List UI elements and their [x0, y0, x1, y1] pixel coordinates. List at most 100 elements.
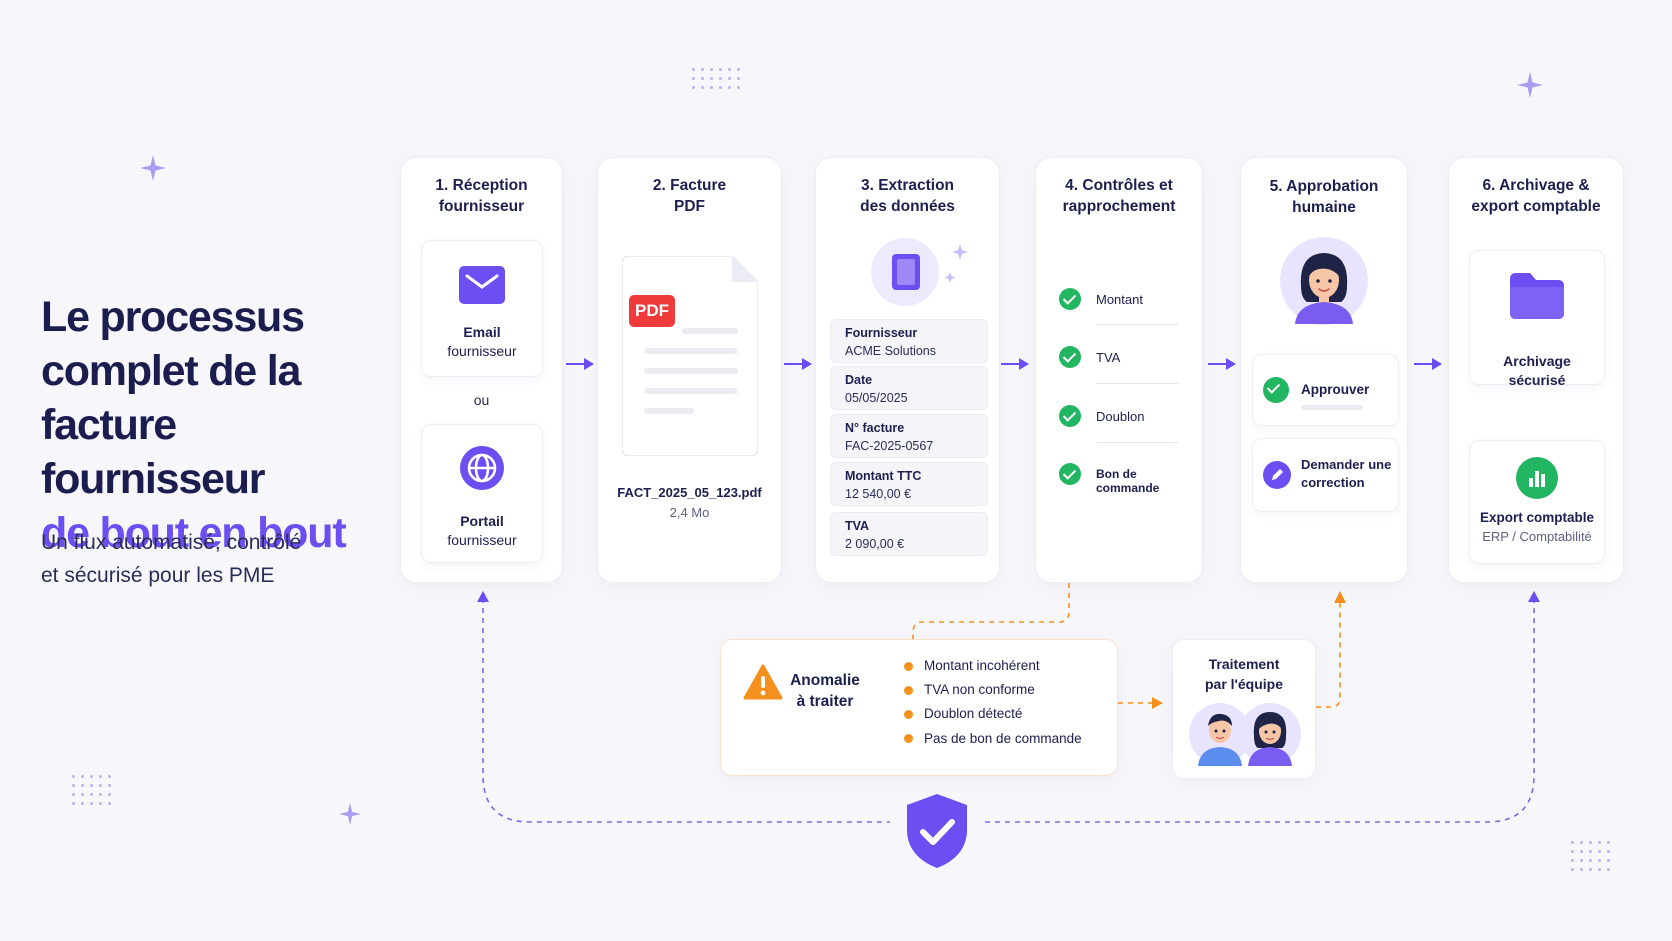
email-label: Email fournisseur: [422, 323, 542, 361]
field-value: 2 090,00 €: [845, 537, 905, 551]
step-title-line: 1. Réception: [435, 177, 528, 194]
page-subtitle: Un flux automatisé, contrôlé et sécurisé…: [41, 526, 361, 592]
bullet-icon: [904, 686, 913, 695]
label-line: fournisseur: [447, 343, 517, 359]
approve-label: Approuver: [1301, 382, 1370, 397]
label-line: Demander une: [1301, 457, 1392, 472]
pdf-document-icon: [622, 256, 758, 456]
document-scan-icon: [871, 238, 968, 306]
step-title-line: export comptable: [1471, 198, 1601, 215]
divider: [1096, 442, 1178, 443]
or-separator: ou: [473, 392, 490, 408]
mail-icon: [459, 266, 505, 304]
field-key: TVA: [845, 519, 870, 533]
step-card-pdf: 2. Facture PDF PDF FACT_2025_05_123.pdf …: [597, 157, 782, 583]
flow-arrow: [784, 358, 812, 370]
title-line: Anomalie: [790, 672, 860, 689]
title-line: complet de la: [41, 347, 301, 395]
field-value: 05/05/2025: [845, 391, 908, 405]
dot-grid-decoration: [1571, 841, 1610, 871]
step-title-line: 5. Approbation: [1269, 178, 1379, 195]
anomaly-item: Pas de bon de commande: [924, 731, 1082, 746]
title-line: à traiter: [796, 693, 854, 710]
anomaly-title: Anomalie à traiter: [781, 670, 869, 712]
step-title-line: 3. Extraction: [860, 177, 955, 194]
sparkle-icon: [1517, 72, 1543, 98]
step-title: 4. Contrôles et rapprochement: [1036, 175, 1202, 217]
check-icon: [1059, 288, 1081, 310]
step-title: 5. Approbation humaine: [1241, 176, 1407, 218]
title-accent: de bout en bout: [41, 509, 347, 557]
portal-label: Portail fournisseur: [422, 512, 542, 550]
label-line: Archivage: [1503, 353, 1571, 369]
field-key: N° facture: [845, 421, 905, 435]
step-title-line: 4. Contrôles et: [1065, 177, 1173, 194]
flow-arrow: [1414, 358, 1442, 370]
field-key: Montant TTC: [845, 469, 922, 483]
bullet-icon: [904, 710, 913, 719]
label-line: fournisseur: [447, 532, 517, 548]
title-line: Le processus: [41, 293, 305, 341]
field-value: FAC-2025-0567: [845, 439, 934, 453]
label-line: correction: [1301, 475, 1365, 490]
correction-label: Demander une correction: [1301, 456, 1391, 492]
flow-arrow: [1001, 358, 1029, 370]
title-line: Traitement: [1208, 656, 1280, 672]
export-subtitle: ERP / Comptabilité: [1482, 529, 1592, 544]
check-icon: [1263, 377, 1289, 403]
step-title: 3. Extraction des données: [816, 175, 999, 217]
step-title-line: des données: [860, 198, 955, 215]
field-key: Date: [845, 373, 873, 387]
dot-grid-decoration: [72, 775, 111, 805]
placeholder-bar: [1301, 405, 1363, 410]
page-title: Le processus complet de la facture fourn…: [41, 290, 381, 560]
approver-avatar: [1280, 237, 1368, 325]
step-title-line: 6. Archivage &: [1482, 177, 1590, 194]
export-title: Export comptable: [1479, 510, 1595, 525]
request-correction-button[interactable]: Demander une correction: [1252, 438, 1399, 512]
check-label: Bon de commande: [1096, 467, 1160, 495]
step-title-line: rapprochement: [1062, 198, 1176, 215]
email-option[interactable]: Email fournisseur: [421, 240, 543, 377]
team-title: Traitement par l'équipe: [1173, 654, 1315, 694]
check-icon: [1059, 463, 1081, 485]
team-panel: Traitement par l'équipe: [1172, 639, 1316, 779]
approve-button[interactable]: Approuver: [1252, 354, 1399, 426]
step-title-line: PDF: [674, 198, 705, 215]
pdf-filename: FACT_2025_05_123.pdf: [617, 485, 762, 500]
sparkle-icon: [140, 155, 166, 181]
sparkle-icon: [339, 803, 361, 825]
step-card-approval: 5. Approbation humaine Approuver Demande…: [1240, 157, 1408, 583]
pdf-badge: PDF: [629, 295, 675, 327]
label-line: Portail: [460, 513, 504, 529]
portal-option[interactable]: Portail fournisseur: [421, 424, 543, 563]
anomaly-item: Doublon détecté: [924, 706, 1023, 721]
field-date: Date 05/05/2025: [830, 366, 988, 410]
globe-icon: [460, 446, 504, 490]
flow-arrow: [1208, 358, 1236, 370]
step-title-line: humaine: [1292, 199, 1356, 216]
chart-export-icon: [1516, 457, 1558, 499]
pencil-icon: [1263, 461, 1291, 489]
flow-arrow: [566, 358, 594, 370]
step-card-controls: 4. Contrôles et rapprochement Montant TV…: [1035, 157, 1203, 583]
archive-option[interactable]: Archivage sécurisé: [1469, 250, 1605, 388]
anomaly-item: Montant incohérent: [924, 658, 1040, 673]
check-label: Doublon: [1096, 409, 1145, 424]
export-option[interactable]: Export comptable ERP / Comptabilité: [1469, 440, 1605, 564]
field-value: ACME Solutions: [845, 344, 937, 358]
label-line: Email: [463, 324, 501, 340]
dot-grid-decoration: [692, 68, 740, 89]
title-line: facture fournisseur: [41, 401, 266, 503]
field-vat: TVA 2 090,00 €: [830, 512, 988, 556]
field-key: Fournisseur: [845, 326, 918, 340]
bullet-icon: [904, 662, 913, 671]
team-avatars: [1189, 703, 1301, 766]
step-title: 2. Facture PDF: [598, 175, 781, 217]
check-label: TVA: [1096, 350, 1121, 365]
